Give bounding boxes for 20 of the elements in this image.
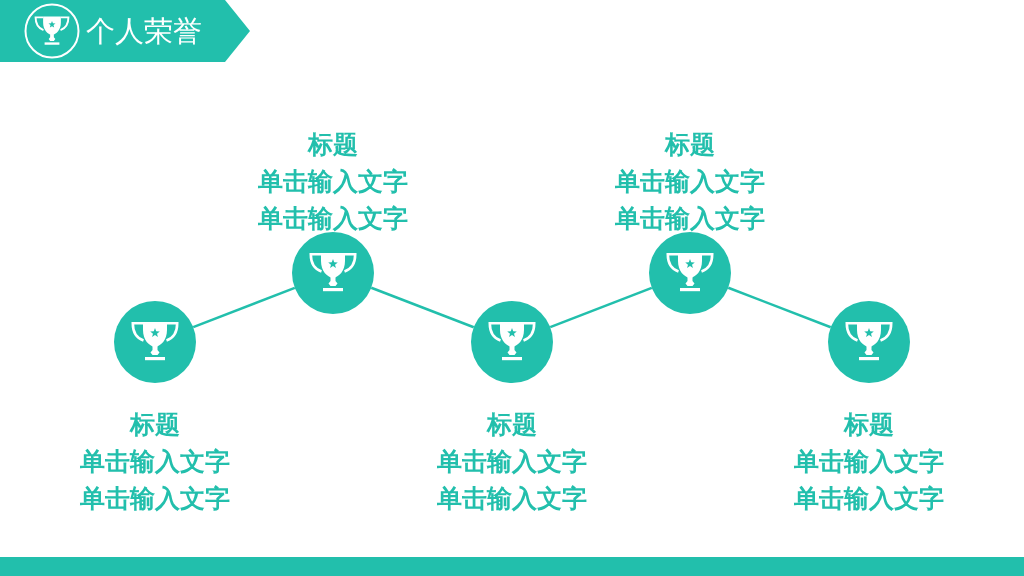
connector-line <box>192 286 296 329</box>
caption-text: 单击输入文字 <box>80 483 230 515</box>
connector-line <box>370 286 475 329</box>
connector-line <box>727 286 832 329</box>
connector-line <box>549 286 653 329</box>
caption-text: 单击输入文字 <box>437 446 587 478</box>
caption-text: 单击输入文字 <box>80 446 230 478</box>
caption-heading: 标题 <box>844 409 894 441</box>
caption-heading: 标题 <box>308 129 358 161</box>
caption-heading: 标题 <box>665 129 715 161</box>
caption-text: 单击输入文字 <box>258 203 408 235</box>
caption-heading: 标题 <box>487 409 537 441</box>
caption-heading: 标题 <box>130 409 180 441</box>
title: 个人荣誉 <box>86 13 202 50</box>
caption-text: 单击输入文字 <box>615 203 765 235</box>
caption-text: 单击输入文字 <box>794 446 944 478</box>
caption-text: 单击输入文字 <box>258 166 408 198</box>
caption-text: 单击输入文字 <box>437 483 587 515</box>
caption-text: 单击输入文字 <box>615 166 765 198</box>
caption-text: 单击输入文字 <box>794 483 944 515</box>
